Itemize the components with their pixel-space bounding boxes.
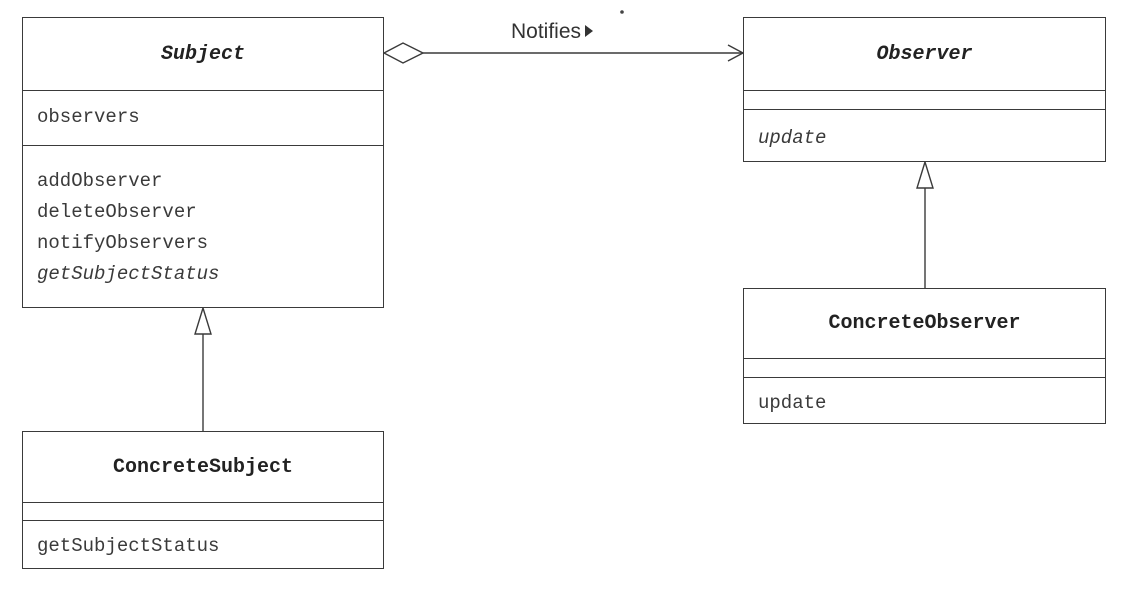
subject-operation: deleteObserver	[37, 201, 197, 223]
subject-class-name: Subject	[23, 18, 383, 91]
concrete-observer-operations: update	[744, 378, 1105, 419]
concrete-subject-operation: getSubjectStatus	[37, 535, 220, 557]
subject-operation: notifyObservers	[37, 232, 209, 254]
observer-generalization-triangle	[916, 159, 934, 189]
subject-operation: getSubjectStatus	[37, 263, 220, 285]
observer-operations: update	[744, 110, 1105, 154]
concrete-subject-operations: getSubjectStatus	[23, 521, 383, 562]
subject-attributes: observers	[23, 91, 383, 146]
association-label: Notifies	[511, 20, 594, 44]
association-label-text: Notifies	[511, 20, 582, 43]
stray-dot	[620, 10, 624, 14]
concrete-observer-class-name: ConcreteObserver	[744, 289, 1105, 359]
subject-class: Subject observers addObserver deleteObse…	[22, 17, 384, 308]
concrete-subject-class-name: ConcreteSubject	[23, 432, 383, 503]
observer-class: Observer update	[743, 17, 1106, 162]
concrete-observer-operation: update	[758, 392, 827, 414]
direction-arrow-icon	[585, 25, 594, 37]
aggregation-diamond	[382, 42, 425, 64]
concrete-observer-attributes	[744, 359, 1105, 378]
subject-generalization-triangle	[194, 305, 212, 335]
subject-operation: addObserver	[37, 170, 163, 192]
observer-operation: update	[758, 127, 827, 149]
concrete-subject-attributes	[23, 503, 383, 521]
observer-attributes	[744, 91, 1105, 110]
concrete-observer-class: ConcreteObserver update	[743, 288, 1106, 424]
observer-class-name: Observer	[744, 18, 1105, 91]
subject-operations: addObserver deleteObserver notifyObserve…	[23, 146, 383, 290]
concrete-subject-class: ConcreteSubject getSubjectStatus	[22, 431, 384, 569]
subject-attribute: observers	[37, 106, 140, 128]
